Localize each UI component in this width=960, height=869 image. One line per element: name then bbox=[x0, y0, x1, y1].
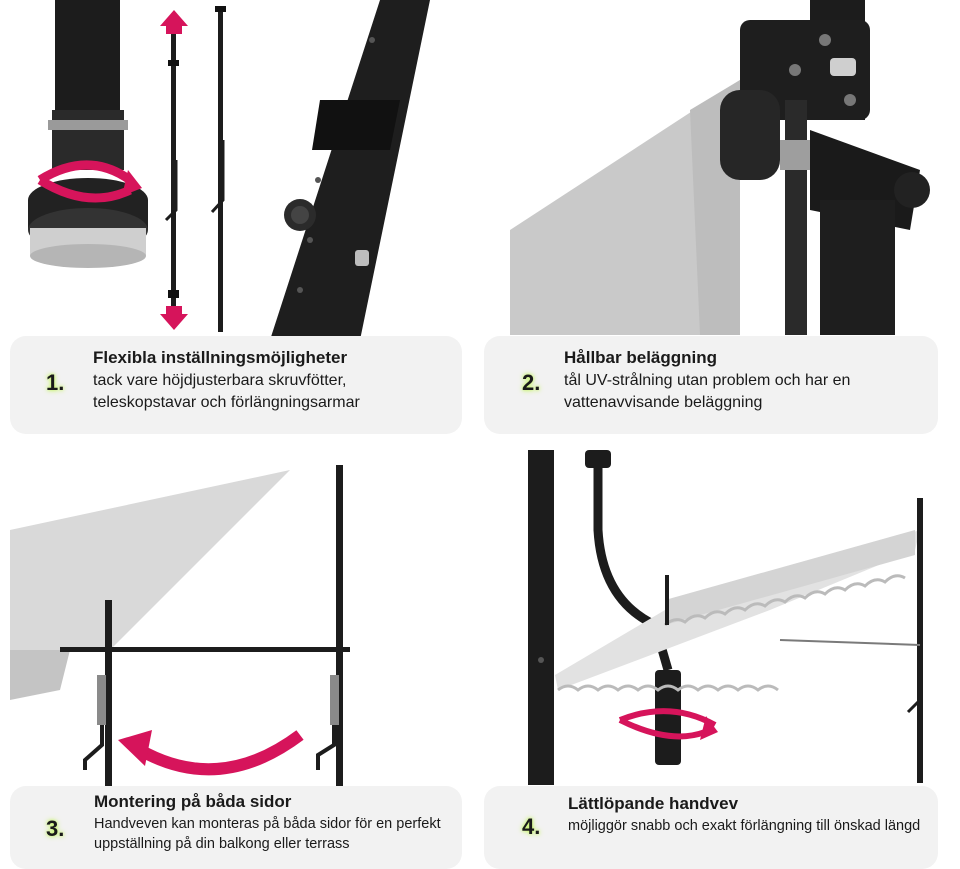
feature-title: Montering på båda sidor bbox=[94, 792, 292, 811]
feature-number: 1. bbox=[46, 370, 65, 395]
support-pole-image bbox=[528, 450, 554, 785]
awning-canopy-image bbox=[10, 470, 290, 700]
down-arrow-icon bbox=[160, 306, 188, 330]
feature-4-photo bbox=[490, 450, 960, 790]
mounting-bracket-image bbox=[720, 0, 930, 335]
screw-foot-image bbox=[28, 0, 148, 268]
feature-description: möjliggör snabb och exakt förlängning ti… bbox=[568, 818, 921, 834]
swap-side-arrow-icon bbox=[118, 730, 304, 776]
rotate-arrow-icon bbox=[37, 160, 142, 203]
feature-description: Handveven kan monteras på båda sidor för… bbox=[94, 816, 441, 852]
feature-card-4: 4. Lättlöpande handvev möjliggör snabb o… bbox=[484, 786, 938, 869]
feature-card-1: 1. Flexibla inställningsmöjligheter tack… bbox=[10, 336, 462, 434]
feature-card-2: 2. Hållbar beläggning tål UV-strålning u… bbox=[484, 336, 938, 434]
feature-3-photo bbox=[0, 450, 470, 790]
feature-title: Hållbar beläggning bbox=[564, 348, 718, 367]
telescopic-pole-extended bbox=[164, 30, 179, 322]
awning-canopy-image bbox=[555, 530, 920, 692]
feature-1-photo bbox=[0, 0, 470, 340]
feature-number: 4. bbox=[522, 814, 541, 839]
feature-description: tål UV-strålning utan problem och har en… bbox=[564, 372, 851, 411]
awning-frame-image bbox=[665, 498, 923, 783]
feature-title: Flexibla inställningsmöjligheter bbox=[93, 348, 348, 367]
feature-title: Lättlöpande handvev bbox=[568, 794, 739, 813]
feature-number: 2. bbox=[522, 370, 541, 395]
fabric-image bbox=[510, 80, 740, 335]
up-arrow-icon bbox=[160, 10, 188, 34]
awning-frame-image bbox=[60, 465, 350, 790]
telescopic-pole bbox=[210, 6, 226, 332]
rotate-arrow-icon bbox=[618, 708, 718, 740]
feature-number: 3. bbox=[46, 816, 65, 841]
pole-closeup-image bbox=[270, 0, 430, 340]
feature-2-photo bbox=[490, 0, 960, 340]
feature-card-3: 3. Montering på båda sidor Handveven kan… bbox=[10, 786, 462, 869]
feature-description: tack vare höjdjusterbara skruvfötter, te… bbox=[93, 372, 360, 411]
